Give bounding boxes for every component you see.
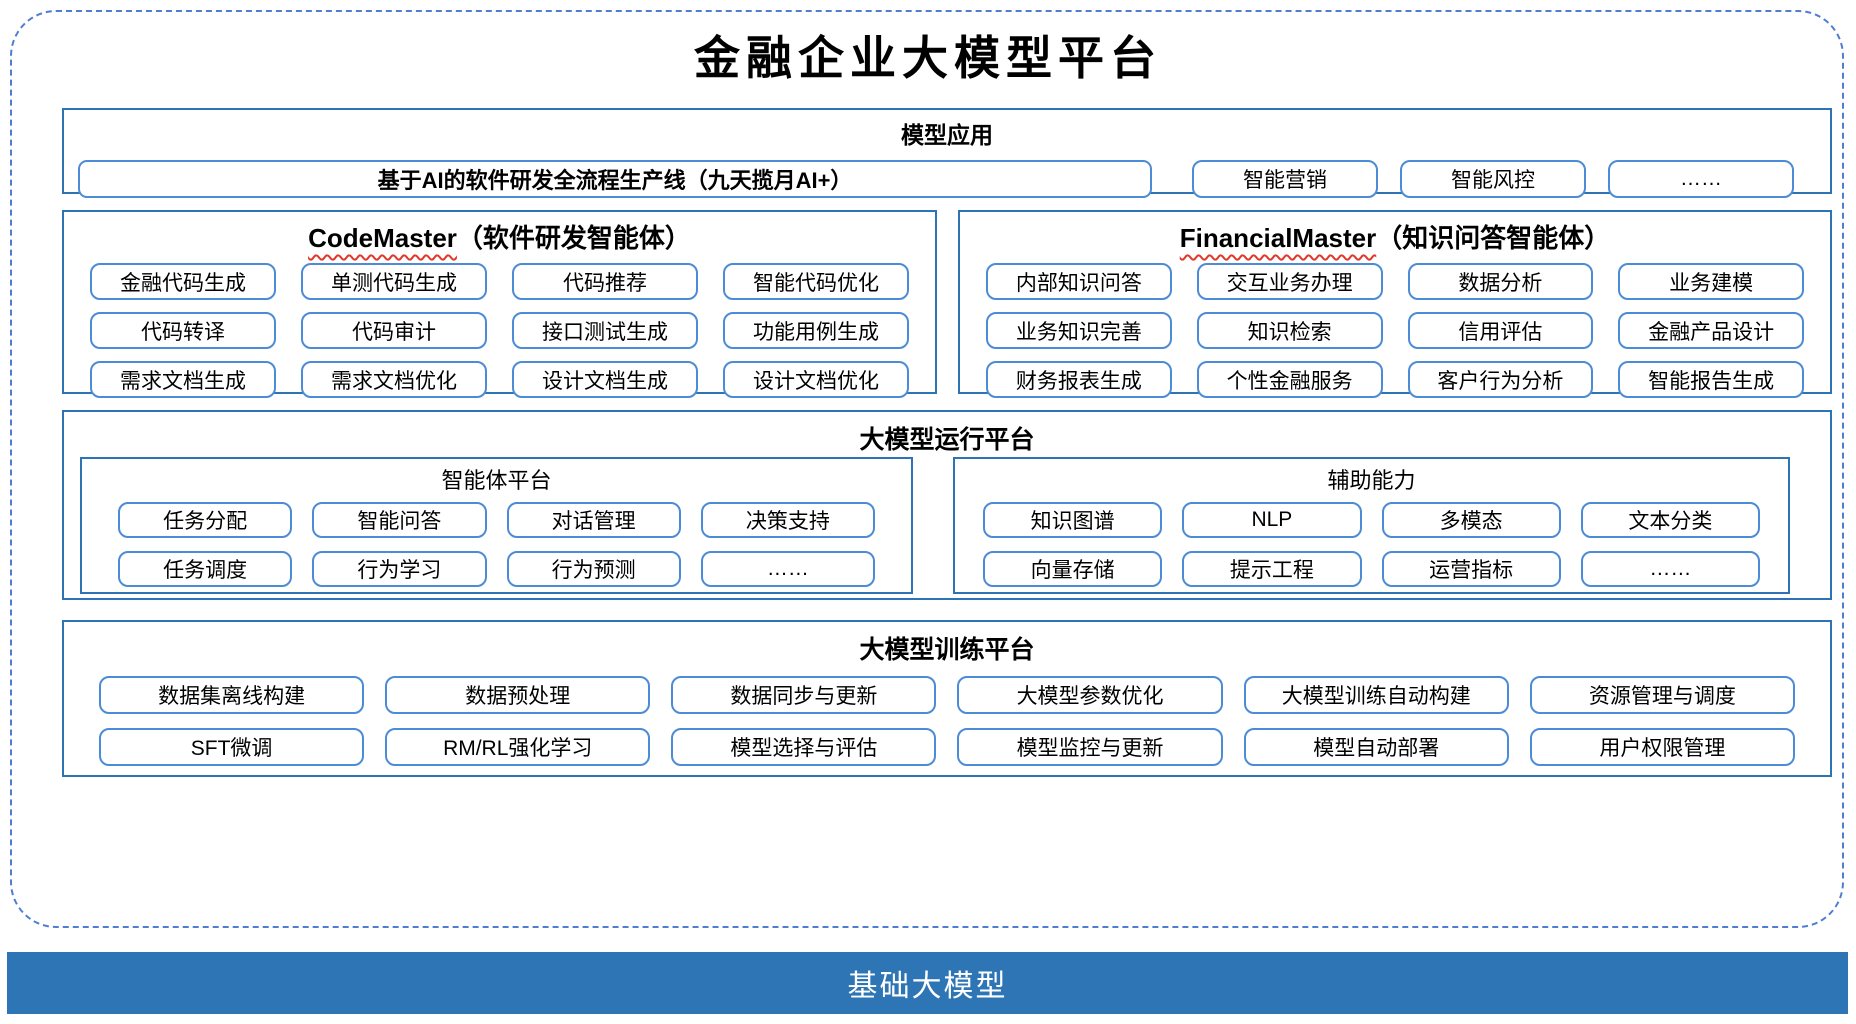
code-master-item: 单测代码生成 [301, 263, 487, 300]
financial-master-item: 个性金融服务 [1196, 361, 1383, 398]
agent-platform-item: 任务分配 [118, 502, 293, 538]
agent-platform-item: 对话管理 [506, 502, 681, 538]
section-model-applications-label: 模型应用 [901, 122, 993, 148]
agent-platform-grid: 任务分配 智能问答 对话管理 决策支持 任务调度 行为学习 行为预测 …… [118, 502, 875, 587]
financial-master-item: 知识检索 [1196, 312, 1383, 349]
code-master-item: 代码审计 [301, 312, 487, 349]
training-platform-item: 大模型参数优化 [957, 676, 1223, 714]
financial-master-item: 内部知识问答 [986, 263, 1172, 300]
aux-capabilities-item: …… [1580, 551, 1760, 587]
outer-dashed-border [10, 10, 1844, 928]
code-master-item: 需求文档生成 [90, 361, 276, 398]
runtime-platform-label: 大模型运行平台 [859, 426, 1035, 454]
aux-capabilities-item: 知识图谱 [983, 502, 1163, 538]
financial-master-item: 智能报告生成 [1618, 361, 1804, 398]
foundation-model-label: 基础大模型 [847, 970, 1008, 1003]
aux-capabilities-item: 多模态 [1381, 502, 1561, 538]
financial-master-header: FinancialMaster（知识问答智能体） [960, 212, 1830, 255]
agent-platform-item: 智能问答 [312, 502, 487, 538]
financial-master-name: FinancialMaster [1179, 223, 1377, 253]
financial-master-item: 财务报表生成 [986, 361, 1172, 398]
training-platform-item: 用户权限管理 [1529, 728, 1795, 766]
financial-master-item: 客户行为分析 [1407, 361, 1594, 398]
financial-master-subtitle: （知识问答智能体） [1376, 223, 1611, 253]
training-platform-item: 数据同步与更新 [671, 676, 937, 714]
training-platform-item: 模型自动部署 [1243, 728, 1509, 766]
training-platform-item: 模型监控与更新 [957, 728, 1223, 766]
agent-platform-item: 任务调度 [118, 551, 293, 587]
financial-master-grid: 内部知识问答 交互业务办理 数据分析 业务建模 业务知识完善 知识检索 信用评估… [986, 263, 1804, 398]
agent-platform-item: 行为预测 [506, 551, 681, 587]
agent-platform-item: 行为学习 [312, 551, 487, 587]
code-master-name: CodeMaster [308, 223, 457, 253]
training-platform-grid: 数据集离线构建 数据预处理 数据同步与更新 大模型参数优化 大模型训练自动构建 … [99, 676, 1795, 766]
code-master-grid: 金融代码生成 单测代码生成 代码推荐 智能代码优化 代码转译 代码审计 接口测试… [90, 263, 909, 398]
code-master-item: 代码推荐 [512, 263, 698, 300]
agent-platform-item: …… [700, 551, 875, 587]
section-code-master: CodeMaster（软件研发智能体） 金融代码生成 单测代码生成 代码推荐 智… [62, 210, 937, 398]
aux-capabilities-label: 辅助能力 [1327, 468, 1416, 493]
aux-capabilities-box: 辅助能力 知识图谱 NLP 多模态 文本分类 向量存储 提示工程 运营指标 …… [953, 457, 1790, 594]
foundation-model-bar: 基础大模型 [7, 952, 1848, 1014]
agent-platform-box: 智能体平台 任务分配 智能问答 对话管理 决策支持 任务调度 行为学习 行为预测… [80, 457, 913, 594]
code-master-item: 功能用例生成 [723, 312, 909, 349]
code-master-item: 智能代码优化 [723, 263, 909, 300]
app-box-ellipsis: …… [1608, 160, 1794, 198]
section-model-applications: 模型应用 基于AI的软件研发全流程生产线（九天揽月AI+） 智能营销 智能风控 … [62, 108, 1832, 198]
code-master-item: 设计文档生成 [512, 361, 698, 398]
app-box-risk-control: 智能风控 [1400, 160, 1586, 198]
training-platform-item: 资源管理与调度 [1529, 676, 1795, 714]
code-master-item: 金融代码生成 [90, 263, 276, 300]
code-master-subtitle: （软件研发智能体） [456, 223, 691, 253]
financial-master-item: 交互业务办理 [1196, 263, 1383, 300]
section-runtime-platform: 大模型运行平台 智能体平台 任务分配 智能问答 对话管理 决策支持 任务调度 行… [62, 410, 1832, 600]
aux-capabilities-item: 提示工程 [1182, 551, 1362, 587]
aux-capabilities-grid: 知识图谱 NLP 多模态 文本分类 向量存储 提示工程 运营指标 …… [983, 502, 1760, 587]
training-platform-item: 数据预处理 [385, 676, 651, 714]
ai-pipeline-box: 基于AI的软件研发全流程生产线（九天揽月AI+） [78, 160, 1152, 198]
training-platform-label: 大模型训练平台 [859, 636, 1035, 664]
training-platform-item: 模型选择与评估 [671, 728, 937, 766]
model-applications-row: 基于AI的软件研发全流程生产线（九天揽月AI+） 智能营销 智能风控 …… [78, 160, 1816, 198]
financial-master-item: 信用评估 [1407, 312, 1594, 349]
code-master-item: 接口测试生成 [512, 312, 698, 349]
page-title: 金融企业大模型平台 [694, 31, 1162, 85]
agent-platform-label: 智能体平台 [441, 468, 552, 493]
app-box-marketing: 智能营销 [1192, 160, 1378, 198]
code-master-header: CodeMaster（软件研发智能体） [64, 212, 935, 255]
code-master-item: 代码转译 [90, 312, 276, 349]
training-platform-item: RM/RL强化学习 [385, 728, 651, 766]
code-master-item: 需求文档优化 [301, 361, 487, 398]
financial-master-item: 金融产品设计 [1618, 312, 1804, 349]
aux-capabilities-item: 运营指标 [1381, 551, 1561, 587]
training-platform-item: 数据集离线构建 [99, 676, 365, 714]
training-platform-item: SFT微调 [99, 728, 365, 766]
aux-capabilities-item: NLP [1182, 502, 1362, 538]
code-master-item: 设计文档优化 [723, 361, 909, 398]
aux-capabilities-item: 向量存储 [983, 551, 1163, 587]
financial-master-item: 业务建模 [1618, 263, 1804, 300]
financial-master-item: 业务知识完善 [986, 312, 1172, 349]
section-training-platform: 大模型训练平台 数据集离线构建 数据预处理 数据同步与更新 大模型参数优化 大模… [62, 620, 1832, 777]
training-platform-item: 大模型训练自动构建 [1243, 676, 1509, 714]
aux-capabilities-item: 文本分类 [1580, 502, 1760, 538]
financial-master-item: 数据分析 [1407, 263, 1594, 300]
agent-platform-item: 决策支持 [700, 502, 875, 538]
section-financial-master: FinancialMaster（知识问答智能体） 内部知识问答 交互业务办理 数… [958, 210, 1832, 398]
